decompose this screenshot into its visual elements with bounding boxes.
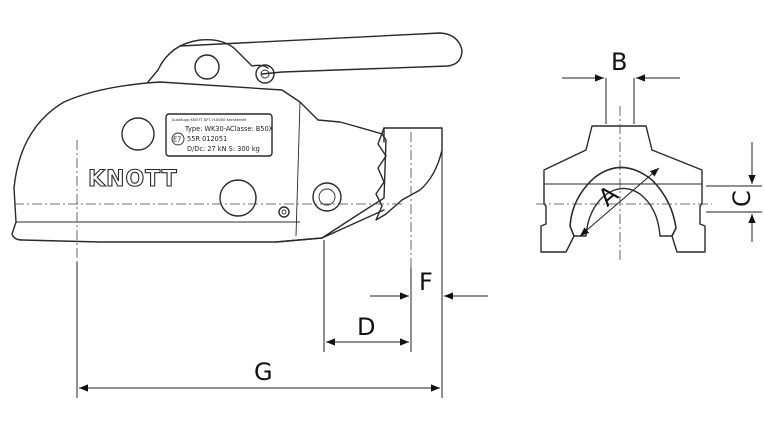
e-mark-circle <box>171 132 185 146</box>
housing-seam <box>295 101 301 237</box>
lower-bolt-hole <box>219 179 257 217</box>
axle-bore <box>312 182 342 212</box>
plate-line1: AutoKupp KNOTT KFT. H-8000 Kecskemét <box>172 118 247 122</box>
dimension-b: B <box>562 48 680 124</box>
brand-logo: KNOTT <box>88 167 178 192</box>
housing-outline <box>11 81 387 243</box>
plate-load: D/Dc: 27 kN S: 300 kg <box>187 145 260 153</box>
upper-bolt-hole <box>121 117 155 151</box>
dimension-g: G <box>79 358 440 392</box>
dimension-a: A <box>579 167 660 237</box>
ball-socket-section <box>375 127 443 221</box>
coupling-side-view: AutoKupp KNOTT KFT. H-8000 Kecskemét Typ… <box>11 32 463 268</box>
dimension-c: C <box>706 142 762 242</box>
handle-pin-inner <box>260 69 270 79</box>
type-plate <box>165 113 273 157</box>
plate-approval: 55R 012051 <box>187 135 227 143</box>
socket-front-view <box>536 106 712 262</box>
label-c: C <box>728 190 756 207</box>
axle-bore-inner <box>318 188 336 206</box>
grease-nipple <box>278 206 290 218</box>
handle-pivot-arm <box>147 39 269 83</box>
label-g: G <box>254 358 273 386</box>
plate-e-mark: E7 <box>173 136 181 144</box>
plate-class: Classe: B50X <box>230 125 274 133</box>
dim-a-line <box>579 167 660 237</box>
dimension-d: D <box>326 313 409 346</box>
plate-type: Type: WK30-A <box>184 125 231 133</box>
grease-nipple-inner <box>281 209 287 215</box>
handle-lever <box>179 32 463 75</box>
handle-pin <box>255 64 275 84</box>
label-b: B <box>611 48 627 76</box>
flange-line <box>275 209 385 243</box>
label-a: A <box>593 180 624 212</box>
extension-lines <box>76 132 443 398</box>
label-f: F <box>419 268 433 296</box>
dimension-f: F <box>370 268 488 300</box>
label-d: D <box>357 313 375 341</box>
handle-pivot-hole <box>194 54 220 80</box>
